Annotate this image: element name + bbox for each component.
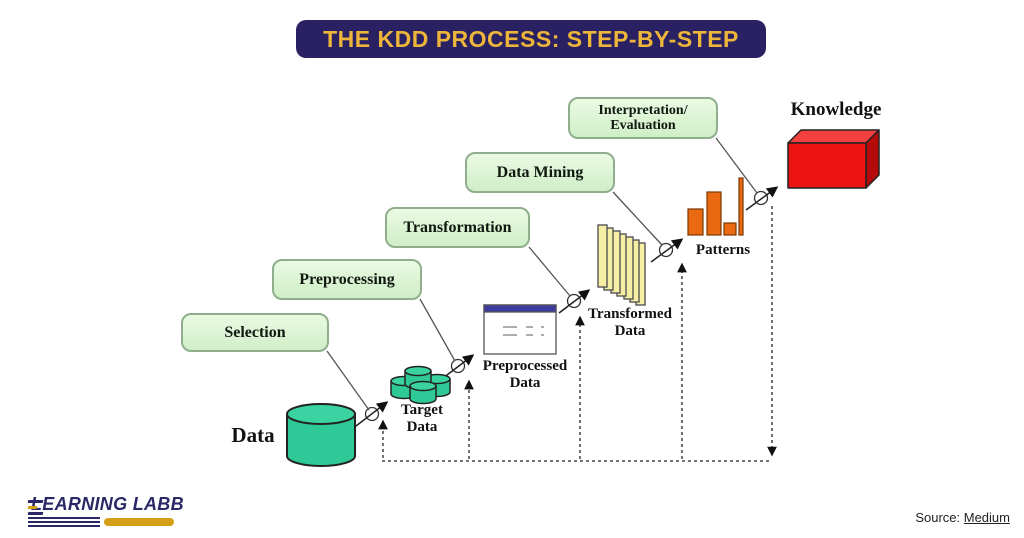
logo-gold-bar (104, 518, 174, 526)
source-link[interactable]: Medium (963, 510, 1010, 525)
step-box-transformation: Transformation (385, 207, 530, 248)
step-label: Transformation (403, 218, 512, 236)
step-label: Preprocessing (299, 270, 395, 288)
label-patterns: Patterns (695, 242, 751, 258)
logo-stripes (28, 517, 178, 527)
source-label: Source: (915, 510, 961, 525)
knowledge-box-icon (787, 129, 880, 189)
logo-text: LEARNING LABB (31, 494, 184, 514)
label-data: Data (231, 423, 275, 447)
database-icon (286, 403, 356, 467)
label-knowledge: Knowledge (790, 99, 882, 120)
step-box-data-mining: Data Mining (465, 152, 615, 193)
step-label: Selection (224, 323, 286, 341)
step-box-interpretation-evaluation: Interpretation/ Evaluation (568, 97, 718, 139)
label-transformed-data: Transformed Data (588, 306, 672, 339)
label-preprocessed-data: Preprocessed Data (482, 358, 568, 391)
target-data-icon (390, 365, 451, 405)
learning-labb-logo: LEARNING LABB (27, 494, 184, 527)
forward-arrows (355, 186, 779, 427)
step-box-selection: Selection (181, 313, 329, 352)
window-icon (483, 304, 557, 355)
step-label: Data Mining (496, 163, 584, 181)
transformed-data-icon (597, 224, 646, 306)
title-banner: THE KDD PROCESS: STEP-BY-STEP (296, 20, 766, 58)
patterns-chart-icon (687, 177, 744, 236)
label-target-data: Target Data (401, 402, 443, 435)
page-title: THE KDD PROCESS: STEP-BY-STEP (323, 25, 739, 52)
step-box-preprocessing: Preprocessing (272, 259, 422, 300)
source-attribution: Source: Medium (915, 510, 1010, 525)
step-connector-lines (326, 137, 758, 411)
step-label-line2: Evaluation (610, 118, 676, 133)
feedback-loop-dashed (378, 206, 777, 462)
step-label-line1: Interpretation/ (598, 102, 688, 118)
